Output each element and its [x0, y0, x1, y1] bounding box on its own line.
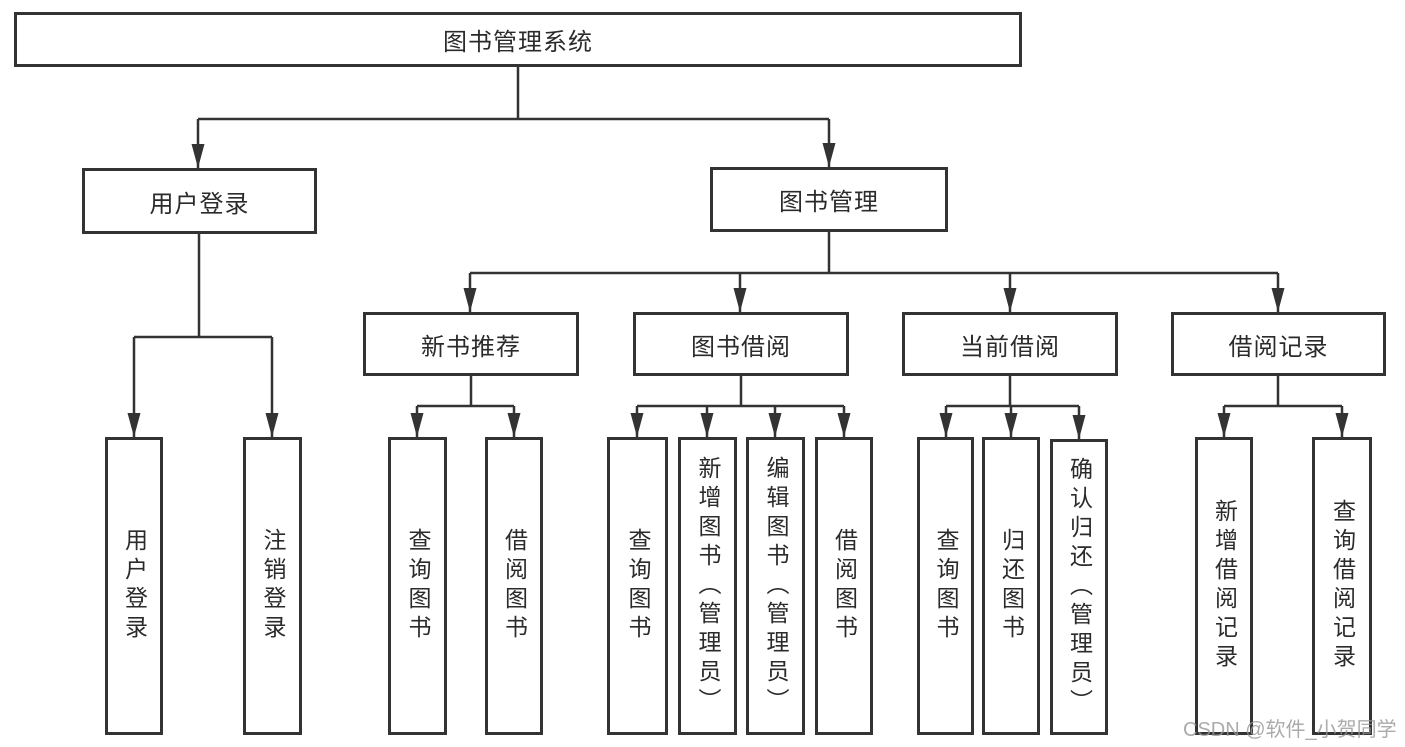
node-section-borrow-records: 借阅记录 [1171, 312, 1386, 376]
leaf-records-add-record: 新增借阅记录 [1195, 437, 1253, 735]
node-label: 图书管理 [779, 189, 879, 216]
node-book-management-branch: 图书管理 [710, 167, 948, 232]
node-label: 编辑图书（管理员） [763, 455, 789, 717]
leaf-records-query-record: 查询借阅记录 [1312, 437, 1372, 735]
leaf-borrow-edit-books-admin: 编辑图书（管理员） [746, 437, 805, 735]
node-user-login-branch: 用户登录 [82, 168, 317, 234]
leaf-current-return-books: 归还图书 [982, 437, 1040, 735]
node-label: 查询图书 [933, 528, 959, 644]
node-label: 图书借阅 [691, 333, 791, 361]
connector-newbook-trunk [417, 376, 514, 408]
connector-book-trunk [470, 232, 1278, 275]
node-root-system: 图书管理系统 [14, 12, 1022, 67]
csdn-watermark: CSDN @软件_小贺同学 [1183, 719, 1397, 741]
leaf-user-login: 用户登录 [105, 437, 163, 735]
leaf-borrow-add-books-admin: 新增图书（管理员） [678, 437, 737, 735]
node-label: 当前借阅 [960, 333, 1060, 361]
node-label: 借阅记录 [1228, 333, 1329, 361]
connector-borrow-trunk [637, 376, 844, 408]
node-label: 查询借阅记录 [1329, 499, 1356, 673]
node-label: 确认归还（管理员） [1066, 456, 1093, 718]
leaf-borrow-query-books: 查询图书 [607, 437, 668, 735]
leaf-recommend-query-books: 查询图书 [388, 437, 447, 735]
leaf-borrow-borrow-books: 借阅图书 [815, 437, 873, 735]
node-label: 借阅图书 [501, 528, 528, 644]
node-label: 查询图书 [405, 528, 431, 644]
leaf-current-confirm-return-admin: 确认归还（管理员） [1050, 439, 1108, 735]
node-label: 查询图书 [625, 528, 651, 644]
connector-current-trunk [946, 376, 1079, 408]
connector-records-trunk [1224, 376, 1342, 408]
node-label: 新增借阅记录 [1211, 499, 1238, 673]
node-section-book-borrow: 图书借阅 [633, 312, 849, 376]
node-section-current-borrow: 当前借阅 [902, 312, 1118, 376]
node-label: 新增图书（管理员） [695, 455, 721, 717]
connector-root-trunk [198, 67, 829, 121]
leaf-recommend-borrow-books: 借阅图书 [485, 437, 543, 735]
node-label: 用户登录 [121, 528, 148, 644]
node-label: 图书管理系统 [443, 29, 593, 56]
connector-user-trunk [134, 234, 272, 339]
node-label: 归还图书 [998, 528, 1025, 644]
leaf-logout: 注销登录 [243, 437, 302, 735]
node-label: 新书推荐 [421, 333, 521, 361]
node-section-new-book-recommend: 新书推荐 [363, 312, 579, 376]
node-label: 用户登录 [149, 190, 250, 218]
leaf-current-query-books: 查询图书 [917, 437, 974, 735]
node-label: 借阅图书 [831, 528, 858, 644]
node-label: 注销登录 [260, 528, 286, 644]
